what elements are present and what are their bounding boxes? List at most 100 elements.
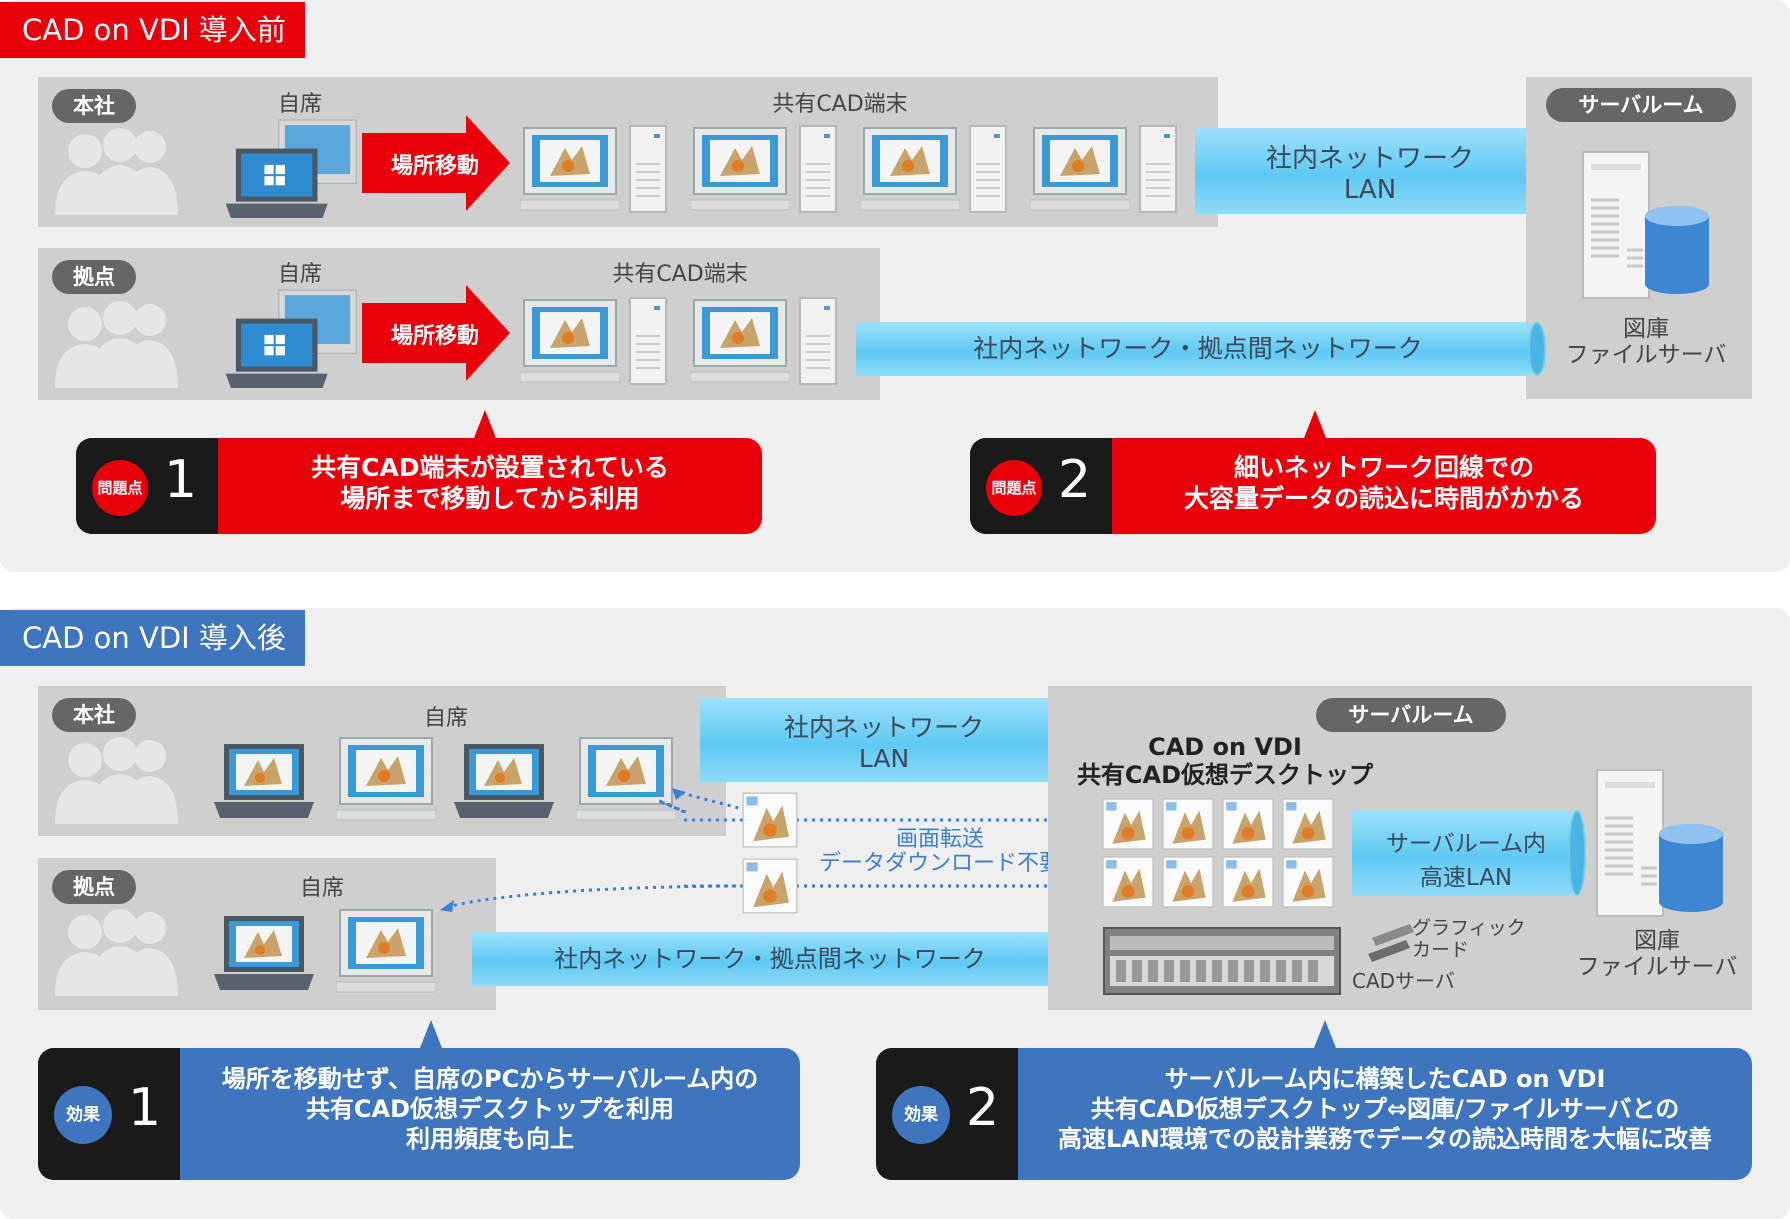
before-hq-label: 本社 [52, 89, 136, 123]
cad-monitor-icon [1028, 126, 1132, 216]
after-server-line1: 図庫 [1634, 928, 1680, 954]
before-hq-shared-cad: 共有CAD端末 [772, 92, 908, 117]
after-branch-own-seat: 自席 [299, 876, 344, 901]
after-lan-tube: 社内ネットワーク LAN [700, 698, 1074, 782]
pc-tower-icon [628, 124, 668, 214]
effect-badge-2: 効果 [892, 1086, 950, 1144]
problem-1-number: 1 [164, 450, 198, 510]
after-wan-tube: 社内ネットワーク・拠点間ネットワーク [472, 932, 1074, 986]
problem-1-line1: 共有CAD端末が設置されている [311, 453, 669, 482]
pc-tower-icon [968, 124, 1008, 214]
people-icon [50, 734, 190, 824]
before-server-room-label: サーバルーム [1546, 88, 1736, 122]
file-server-icon [1582, 768, 1732, 918]
after-lan-line1: 社内ネットワーク [783, 713, 984, 742]
move-arrow-icon [362, 285, 510, 381]
before-server-line1: 図庫 [1623, 316, 1669, 342]
before-branch-shared-cad: 共有CAD端末 [612, 262, 748, 287]
effect-1-line1: 場所を移動せず、自席のPCからサーバルーム内の [221, 1065, 759, 1093]
highspeed-line2: 高速LAN [1419, 865, 1513, 891]
after-wan-label: 社内ネットワーク・拠点間ネットワーク [554, 945, 986, 973]
cad-monitor-icon [688, 298, 792, 388]
problem-1-callout: 問題点 1 共有CAD端末が設置されている 場所まで移動してから利用 [76, 410, 762, 534]
problem-1-text: 共有CAD端末が設置されている 場所まで移動してから利用 [218, 452, 762, 515]
cad-server-label: CADサーバ [1352, 969, 1455, 993]
effect-2-text: サーバルーム内に構築したCAD on VDI 共有CAD仮想デスクトップ⇔図庫/… [1018, 1064, 1752, 1154]
problem-2-text: 細いネットワーク回線での 大容量データの読込に時間がかかる [1112, 452, 1656, 515]
before-lan-line2: LAN [1343, 175, 1397, 205]
effect-1-text: 場所を移動せず、自席のPCからサーバルーム内の 共有CAD仮想デスクトップを利用… [180, 1064, 800, 1154]
desktop-pc-icon [212, 118, 372, 220]
effect-1-line3: 利用頻度も向上 [406, 1125, 574, 1153]
virtual-desktop-icon [1100, 856, 1156, 908]
effect-2-callout: 効果 2 サーバルーム内に構築したCAD on VDI 共有CAD仮想デスクトッ… [876, 1020, 1752, 1180]
file-server-icon [1568, 150, 1718, 300]
after-lan-line2: LAN [858, 744, 910, 773]
problem-2-callout: 問題点 2 細いネットワーク回線での 大容量データの読込に時間がかかる [970, 410, 1656, 534]
before-branch-own-seat: 自席 [277, 262, 322, 287]
people-icon [50, 298, 190, 388]
cad-monitor-icon [688, 126, 792, 216]
problem-2-line1: 細いネットワーク回線での [1233, 453, 1534, 482]
pc-tower-icon [1138, 124, 1178, 214]
effect-2-line1: サーバルーム内に構築したCAD on VDI [1164, 1065, 1606, 1093]
transfer-line1: 画面転送 [895, 827, 984, 852]
laptop-cad-icon [214, 912, 314, 996]
before-hq-own-seat: 自席 [277, 92, 322, 117]
transfer-label: 画面転送 データダウンロード不要 [800, 827, 1080, 877]
cad-monitor-icon [334, 736, 438, 826]
virtual-desktop-icon [1220, 798, 1276, 850]
vdi-desktop-grid [1100, 798, 1350, 912]
virtual-desktop-icon [1160, 856, 1216, 908]
gpu-label: グラフィック カード [1412, 917, 1532, 962]
after-title: CAD on VDI 導入後 [0, 610, 305, 666]
screen-tile-icon [742, 858, 798, 914]
effect-badge-1: 効果 [54, 1086, 112, 1144]
before-lan-line1: 社内ネットワーク [1265, 144, 1474, 174]
effect-2-line2: 共有CAD仮想デスクトップ⇔図庫/ファイルサーバとの [1090, 1095, 1680, 1123]
before-server-line2: ファイルサーバ [1565, 342, 1727, 369]
cad-server-rack-icon [1102, 926, 1342, 996]
highspeed-line1: サーバルーム内 [1385, 831, 1547, 857]
after-hq-label: 本社 [52, 698, 136, 732]
after-server-room-label: サーバルーム [1316, 698, 1506, 732]
gpu-line1: グラフィック [1412, 917, 1526, 939]
before-branch-label: 拠点 [52, 260, 136, 294]
highspeed-lan-tube: サーバルーム内 高速LAN [1352, 810, 1586, 896]
effect-1-callout: 効果 1 場所を移動せず、自席のPCからサーバルーム内の 共有CAD仮想デスクト… [38, 1020, 800, 1180]
before-branch-move-label: 場所移動 [390, 324, 479, 349]
before-hq-area [38, 77, 1218, 227]
cad-monitor-icon [518, 126, 622, 216]
before-wan-tube: 社内ネットワーク・拠点間ネットワーク [856, 322, 1546, 376]
cad-monitor-icon [334, 908, 438, 998]
virtual-desktop-icon [1280, 856, 1336, 908]
graphics-card-icon [1366, 920, 1416, 964]
virtual-desktop-icon [1100, 798, 1156, 850]
people-icon [50, 906, 190, 996]
problem-badge-2: 問題点 [986, 460, 1042, 516]
before-title: CAD on VDI 導入前 [0, 2, 305, 58]
problem-1-line2: 場所まで移動してから利用 [340, 484, 640, 514]
pc-tower-icon [798, 296, 838, 386]
vdi-line2: 共有CAD仮想デスクトップ [1076, 760, 1374, 789]
problem-2-line2: 大容量データの読込に時間がかかる [1183, 484, 1584, 514]
after-server-label: 図庫 ファイルサーバ [1562, 928, 1752, 981]
before-wan-label: 社内ネットワーク・拠点間ネットワーク [973, 334, 1423, 363]
after-server-line2: ファイルサーバ [1576, 954, 1738, 981]
problem-2-number: 2 [1058, 450, 1092, 510]
virtual-desktop-icon [1280, 798, 1336, 850]
cad-monitor-icon [858, 126, 962, 216]
transfer-line2: データダウンロード不要 [818, 851, 1061, 877]
move-arrow-icon [362, 115, 510, 211]
effect-2-number: 2 [966, 1078, 1000, 1138]
cad-monitor-icon [518, 298, 622, 388]
virtual-desktop-icon [1160, 798, 1216, 850]
laptop-cad-icon [214, 740, 314, 824]
effect-1-number: 1 [128, 1078, 162, 1138]
before-hq-move-label: 場所移動 [390, 154, 479, 179]
effect-1-line2: 共有CAD仮想デスクトップを利用 [305, 1095, 675, 1123]
before-server-label: 図庫 ファイルサーバ [1546, 316, 1746, 369]
problem-badge-1: 問題点 [92, 460, 148, 516]
effect-2-line3: 高速LAN環境での設計業務でデータの読込時間を大幅に改善 [1058, 1125, 1712, 1153]
screen-tile-icon [742, 792, 798, 848]
